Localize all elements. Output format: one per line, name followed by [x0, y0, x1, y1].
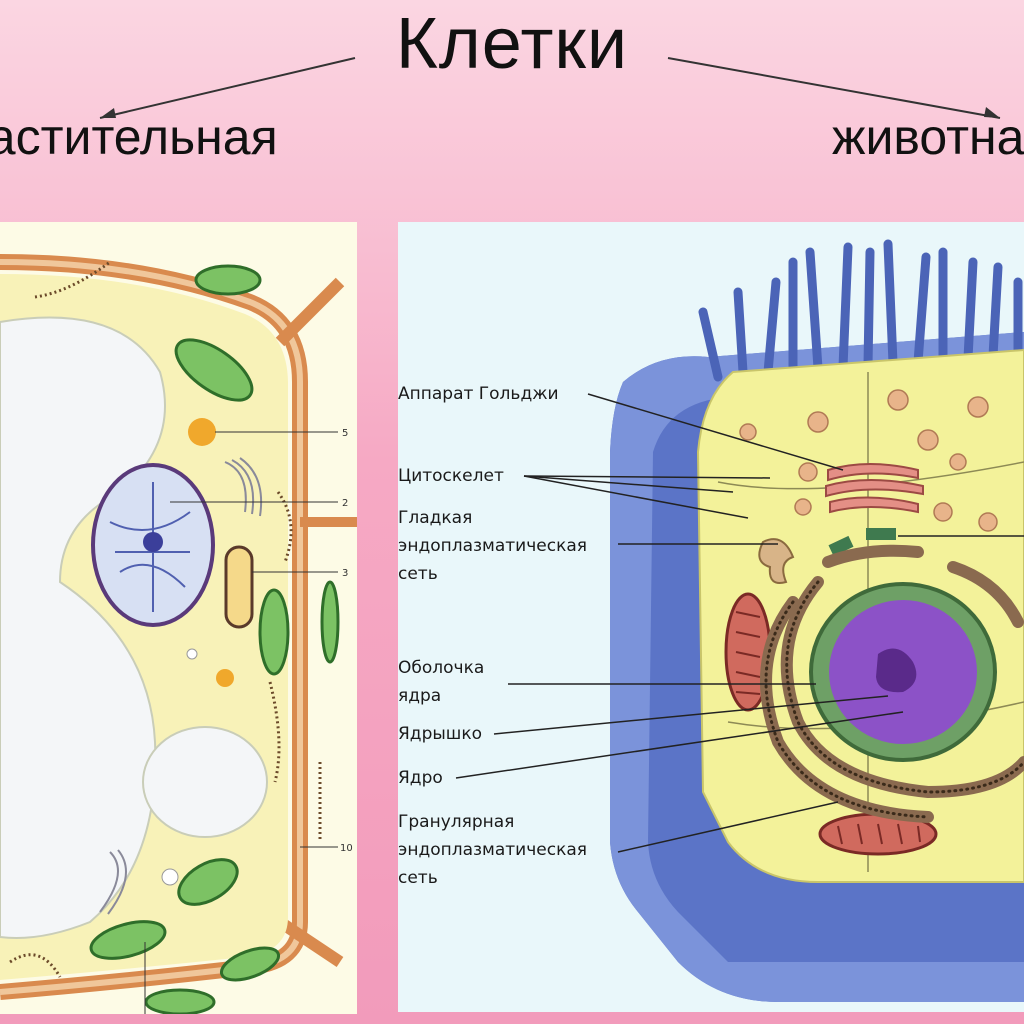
plant-cell-illustration: 5 2 3 10 [0, 254, 357, 1016]
adjacent-cell-wall-top [275, 277, 345, 347]
smooth-er [758, 538, 795, 584]
animal-cell-panel: Аппарат Гольджи Цитоскелет Гладкая эндоп… [398, 222, 1024, 1012]
label-smooth-er: Гладкая эндоплазматическая сеть [398, 508, 587, 584]
chloroplast [174, 338, 254, 402]
animal-cell-caption: животная [832, 109, 1024, 165]
plant-mitochondrion [224, 545, 254, 629]
chloroplast [320, 580, 340, 664]
plant-er [276, 491, 293, 563]
label-cytoskeleton: Цитоскелет [398, 466, 504, 486]
arrowhead-animal [984, 107, 1000, 118]
microvilli [698, 239, 1023, 382]
label-nuclear-envelope: Оболочка ядра [398, 658, 485, 706]
chloroplast [89, 920, 167, 960]
centriole [828, 535, 854, 557]
animal-cell-illustration [455, 239, 1024, 1002]
label-rough-er: Гранулярная эндоплазматическая сеть [398, 812, 587, 888]
plant-cell-caption: растительная [0, 109, 278, 165]
animal-nucleolus [876, 648, 917, 693]
small-vacuole [142, 726, 268, 838]
plant-number-10: 10 [340, 843, 353, 854]
plant-golgi [99, 457, 263, 915]
label-golgi-apparatus: Аппарат Гольджи [398, 384, 559, 404]
plant-number-2: 2 [342, 498, 348, 509]
plant-nucleolus [143, 532, 163, 552]
chloroplast [219, 946, 281, 982]
adjacent-cell-wall-bottom [276, 917, 344, 967]
chloroplast [177, 858, 239, 906]
arrowhead-plant [100, 108, 116, 118]
label-nucleus: Ядро [398, 768, 443, 788]
plant-number-3: 3 [342, 568, 348, 579]
label-nucleolus: Ядрышко [398, 724, 483, 744]
animal-golgi [825, 463, 924, 514]
centriole [866, 528, 896, 540]
title-arrows [99, 57, 1001, 119]
page-title: Клетки [395, 4, 629, 84]
arrow-to-plant [99, 57, 356, 119]
chloroplast [258, 588, 290, 676]
chloroplast [194, 264, 262, 296]
plant-cell-panel: 5 2 3 10 [0, 222, 357, 1016]
plant-number-5: 5 [342, 428, 348, 439]
leucoplast [188, 418, 216, 446]
chloroplast [144, 988, 216, 1016]
arrow-to-animal [667, 57, 1001, 119]
